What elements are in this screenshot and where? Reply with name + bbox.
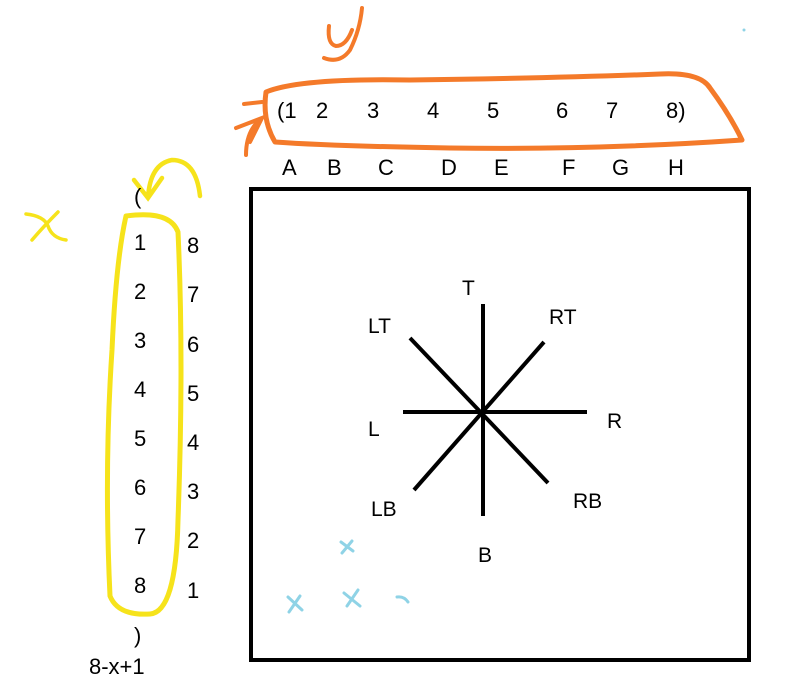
y-highlight-loop <box>262 71 745 151</box>
y-handwritten-mark <box>322 6 364 62</box>
scribble-mark-2 <box>286 594 304 614</box>
x-number-4: 4 <box>134 377 147 402</box>
y-letter-a: A <box>282 155 297 180</box>
direction-label-rt: RT <box>549 306 577 329</box>
x-reversed-number-7: 7 <box>187 282 200 307</box>
y-number-3: 3 <box>367 98 380 123</box>
x-open-paren: ( <box>134 184 142 209</box>
board-frame <box>249 187 751 662</box>
y-letter-c: C <box>378 155 394 180</box>
y-number-2: 2 <box>316 98 329 123</box>
y-letter-d: D <box>441 155 457 180</box>
x-number-2: 2 <box>134 279 147 304</box>
compass-line-diagonal-rt-lb <box>412 340 546 492</box>
stray-dot <box>742 28 746 32</box>
y-arrow <box>234 100 267 157</box>
x-reversed-number-5: 5 <box>187 381 200 406</box>
direction-label-lt: LT <box>368 315 391 338</box>
x-handwritten-mark <box>24 210 68 242</box>
x-reversed-number-8: 8 <box>187 233 200 258</box>
direction-label-lb: LB <box>371 498 397 521</box>
direction-label-l: L <box>368 418 380 441</box>
y-letter-f: F <box>562 155 576 180</box>
x-reversed-number-4: 4 <box>187 430 200 455</box>
x-highlight-loop <box>104 212 184 617</box>
direction-label-r: R <box>607 410 623 433</box>
y-number-8: 8) <box>666 98 686 123</box>
scribble-mark-1 <box>339 539 355 555</box>
x-arrow <box>131 157 203 202</box>
direction-compass <box>403 304 587 516</box>
y-letter-e: E <box>494 155 509 180</box>
scribble-mark-3 <box>342 588 362 608</box>
x-reversed-number-3: 3 <box>187 479 200 504</box>
x-number-5: 5 <box>134 426 147 451</box>
x-formula: 8-x+1 <box>89 654 145 679</box>
direction-label-rb: RB <box>573 490 603 513</box>
y-letter-g: G <box>612 155 630 180</box>
scribble-mark-4 <box>395 595 410 604</box>
compass-line-diagonal-lt-rb <box>408 336 550 485</box>
y-number-4: 4 <box>427 98 440 123</box>
x-reversed-number-6: 6 <box>187 332 200 357</box>
x-number-7: 7 <box>134 524 147 549</box>
y-letter-b: B <box>327 155 342 180</box>
y-letter-h: H <box>668 155 684 180</box>
y-number-7: 7 <box>606 98 619 123</box>
x-close-paren: ) <box>134 623 142 648</box>
direction-label-b: B <box>478 544 493 567</box>
y-number-5: 5 <box>487 98 500 123</box>
x-reversed-number-1: 1 <box>187 578 200 603</box>
x-number-1: 1 <box>134 230 147 255</box>
x-reversed-number-2: 2 <box>187 528 200 553</box>
y-number-1: (1 <box>277 98 297 123</box>
direction-label-t: T <box>462 277 475 300</box>
x-number-3: 3 <box>134 328 147 353</box>
x-number-8: 8 <box>134 573 147 598</box>
y-number-6: 6 <box>556 98 569 123</box>
x-number-6: 6 <box>134 475 147 500</box>
